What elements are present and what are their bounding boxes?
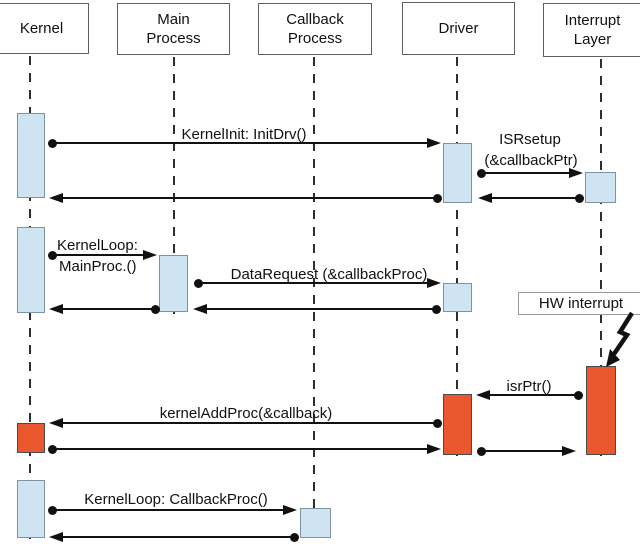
interrupt-layer-lifeline — [600, 59, 602, 456]
datarequest-return-line — [205, 308, 436, 310]
datarequest-call-line — [198, 282, 429, 284]
mainproc-return-line — [61, 308, 155, 310]
actor-kernel-label-line1: Kernel — [19, 20, 64, 37]
main-process-lifeline — [173, 57, 175, 314]
kerneladdproc-return-arrowhead — [427, 444, 441, 454]
hw-interrupt-note: HW interrupt — [518, 292, 640, 315]
callbackproc-return-line — [61, 536, 294, 538]
kernelinit-initdrv-call-line — [52, 142, 429, 144]
label-kernelinit-initdrv: KernelInit: InitDrv() — [181, 126, 307, 143]
kernelinit-initdrv-call-origin-dot — [47, 138, 57, 148]
actor-driver-label-line1: Driver — [438, 20, 479, 37]
isrsetup-return-origin-dot — [574, 193, 584, 203]
actor-interrupt-layer-label-line1: Interrupt — [564, 12, 621, 29]
interrupt-activation-2 — [586, 366, 616, 455]
kernel-activation-2 — [17, 227, 45, 313]
main-activation-1 — [159, 255, 188, 312]
driver-lifeline — [456, 57, 458, 456]
actor-kernel: Kernel — [0, 3, 89, 54]
callbackproc-return-origin-dot — [289, 532, 299, 542]
isrptr-call-origin-dot — [573, 390, 583, 400]
actor-callback-process-label-line1: Callback — [286, 11, 344, 28]
driver-to-interrupt-return-arrowhead — [562, 446, 576, 456]
actor-main-process-label-line1: Main — [157, 11, 190, 28]
actor-main-process-label-line2: Process — [146, 30, 201, 47]
datarequest-call-origin-dot — [193, 278, 203, 288]
isrsetup-call-line — [481, 172, 571, 174]
interrupt-activation-1 — [585, 172, 616, 203]
label-kernelloop-callbackproc: KernelLoop: CallbackProc() — [84, 491, 268, 508]
kernel-activation-4 — [17, 480, 45, 538]
callback-activation-1 — [300, 508, 331, 538]
initdrv-return-origin-dot — [432, 193, 442, 203]
kerneladdproc-return-line — [52, 448, 429, 450]
isrsetup-call-origin-dot — [476, 168, 486, 178]
lightning-bolt-icon — [595, 305, 640, 378]
initdrv-return-line — [61, 197, 437, 199]
datarequest-return-origin-dot — [431, 304, 441, 314]
kerneladdproc-return-origin-dot — [47, 444, 57, 454]
driver-activation-2 — [443, 283, 472, 312]
kernel-activation-1 — [17, 113, 45, 198]
isrptr-call-line — [488, 394, 578, 396]
actor-callback-process-label-line2: Process — [287, 30, 343, 47]
driver-to-interrupt-return-origin-dot — [476, 446, 486, 456]
datarequest-call-arrowhead — [427, 278, 441, 288]
isrsetup-return-line — [490, 197, 579, 199]
isrsetup-return-arrowhead — [478, 193, 492, 203]
label-isrsetup: ISRsetup — [499, 131, 561, 148]
driver-activation-1 — [443, 143, 472, 203]
kerneladdproc-call-line — [61, 422, 437, 424]
label-mainproc: MainProc.() — [59, 258, 137, 275]
hw-interrupt-note-label: HW interrupt — [538, 295, 624, 312]
isrptr-call-arrowhead — [476, 390, 490, 400]
actor-driver: Driver — [402, 2, 515, 55]
kernelloop-mainproc-call-arrowhead — [143, 250, 157, 260]
driver-activation-3 — [443, 394, 472, 455]
kernel-activation-3 — [17, 423, 45, 453]
kernelloop-callbackproc-call-origin-dot — [47, 505, 57, 515]
datarequest-return-arrowhead — [193, 304, 207, 314]
kerneladdproc-call-arrowhead — [49, 418, 63, 428]
actor-interrupt-layer-label-line2: Layer — [573, 31, 612, 48]
kerneladdproc-call-origin-dot — [432, 418, 442, 428]
kernelloop-mainproc-call-origin-dot — [47, 250, 57, 260]
mainproc-return-origin-dot — [150, 304, 160, 314]
label-isrptr: isrPtr() — [506, 378, 552, 395]
driver-to-interrupt-return-line — [481, 450, 564, 452]
isrsetup-call-arrowhead — [569, 168, 583, 178]
label-kernelloop: KernelLoop: — [57, 237, 138, 254]
kernelloop-mainproc-call-line — [52, 254, 145, 256]
label-isrsetup-arg: (&callbackPtr) — [484, 152, 578, 169]
mainproc-return-arrowhead — [49, 304, 63, 314]
kernelinit-initdrv-call-arrowhead — [427, 138, 441, 148]
label-datarequest: DataRequest (&callbackProc) — [230, 266, 428, 283]
label-kerneladdproc: kernelAddProc(&callback) — [159, 405, 333, 422]
kernelloop-callbackproc-call-line — [52, 509, 285, 511]
kernelloop-callbackproc-call-arrowhead — [283, 505, 297, 515]
callbackproc-return-arrowhead — [49, 532, 63, 542]
initdrv-return-arrowhead — [49, 193, 63, 203]
